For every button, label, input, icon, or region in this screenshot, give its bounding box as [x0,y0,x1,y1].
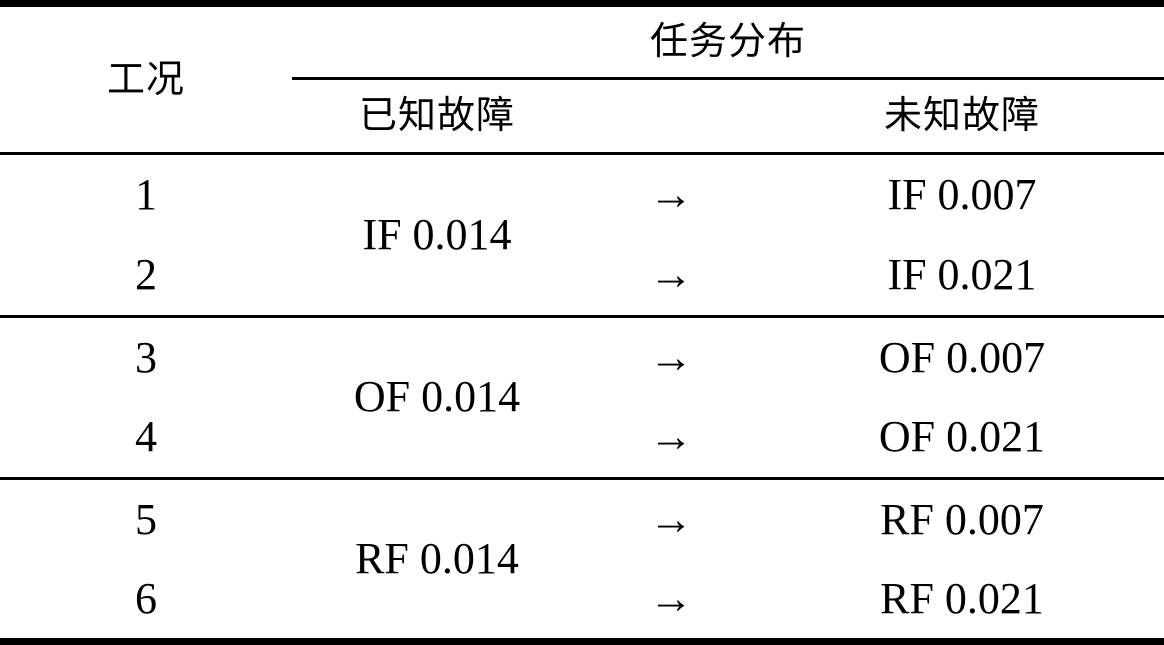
arrow-column-header [582,78,760,155]
table-row: 2 → IF 0.021 [0,234,1164,318]
arrow-icon: → [649,495,693,545]
known-fault-cell: IF 0.014 [292,153,582,318]
unknown-fault-cell: IF 0.007 [887,169,1037,219]
table-row: 6 → RF 0.021 [0,560,1164,641]
unknown-fault-cell: IF 0.021 [760,234,1164,318]
arrow-icon: → [649,332,693,382]
condition-column-header: 工况 [0,3,292,155]
condition-cell: 4 [0,397,292,481]
known-fault-column-header: 已知故障 [292,78,582,155]
condition-cell: 2 [0,234,292,318]
unknown-fault-cell: OF 0.021 [760,397,1164,481]
condition-cell: 5 [135,495,157,545]
arrow-icon: → [649,574,693,624]
header-row-subheaders: 已知故障 未知故障 [0,78,1164,155]
unknown-fault-cell: OF 0.007 [878,332,1046,382]
header-row-spanner: 工况 任务分布 [0,3,1164,155]
condition-cell: 6 [135,574,157,624]
unknown-fault-cell: RF 0.007 [880,495,1044,545]
arrow-icon: → [649,169,693,219]
unknown-fault-cell: RF 0.021 [880,574,1044,624]
condition-cell: 1 [135,169,157,219]
arrow-icon: → [582,234,760,318]
table-row: 1 IF 0.014 → IF 0.007 [0,153,1164,318]
table-row: 3 OF 0.014 → OF 0.007 [0,316,1164,481]
known-fault-cell: RF 0.014 [355,534,519,584]
table-row: 4 → OF 0.021 [0,397,1164,481]
unknown-fault-column-header: 未知故障 [760,78,1164,155]
table-row: 5 RF 0.014 → RF 0.007 [0,479,1164,581]
task-distribution-group-header: 任务分布 [292,3,1164,80]
arrow-icon: → [582,397,760,481]
condition-cell: 3 [135,332,157,382]
known-fault-cell: OF 0.014 [292,316,582,481]
